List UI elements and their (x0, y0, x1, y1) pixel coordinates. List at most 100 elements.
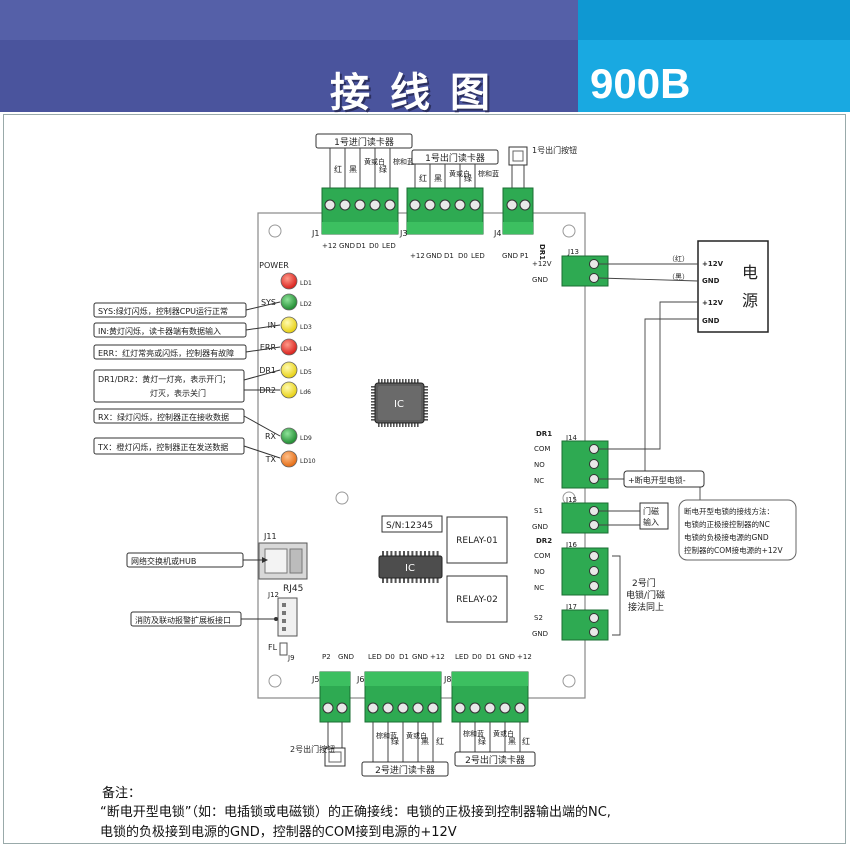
door2-note: 接法同上 (628, 601, 664, 613)
wire-label: 绿 (478, 737, 486, 746)
chip-pin (424, 416, 428, 418)
j1-wire-labels: 红 黑 黄或白 绿 棕和蓝 (329, 148, 414, 188)
ic-chip: IC (378, 551, 443, 583)
chip-pin (390, 379, 392, 383)
serial-box (381, 515, 443, 533)
chip-pin (402, 423, 404, 427)
chip-pin (393, 423, 395, 427)
chip-pin (419, 551, 422, 556)
chip-pin (387, 423, 389, 427)
chip-pin (424, 551, 426, 556)
chip-pin (378, 379, 380, 383)
rj45-label: RJ45 (283, 584, 303, 594)
chip-pin (417, 379, 419, 383)
chip-pin (371, 419, 375, 421)
wire-label: 黑 (508, 737, 516, 746)
chip-pin (436, 551, 439, 556)
chip-pin (428, 578, 431, 583)
notes-line2: 电锁的负极接到电源的GND，控制器的COM接到电源的+12V (100, 825, 457, 840)
chip-pin (382, 578, 384, 583)
chip-pin (386, 551, 389, 556)
dr1-label: DR1 (536, 430, 552, 438)
header-right-stripe (578, 0, 850, 40)
led-sys-indicator (280, 293, 298, 311)
pin-label: GND (339, 242, 355, 250)
chip-pin (407, 551, 410, 556)
pin-label: D0 (472, 653, 482, 661)
relay-02 (446, 575, 508, 623)
j14-id: J14 (565, 434, 578, 442)
wire-label: 绿 (379, 165, 387, 174)
chip-pin (371, 389, 375, 391)
power-title-2: 源 (742, 291, 758, 310)
j6-terminal-block (364, 671, 442, 723)
wire-label: 黑 (349, 165, 357, 174)
mcu-label: IC (394, 399, 404, 410)
wire-label: 棕和蓝 (463, 729, 484, 738)
chip-pin (399, 423, 401, 427)
door2-note: 2号门 (632, 577, 656, 589)
j13-terminal-block (561, 255, 609, 287)
power-supply-box (697, 240, 769, 333)
j3-wire-labels: 红 黑 黄或白 绿 棕和蓝 (414, 164, 499, 188)
wire-label: 红 (334, 164, 342, 174)
chip-pin (371, 398, 375, 400)
pin-label: S1 (534, 507, 543, 515)
j3-id: J3 (399, 229, 407, 238)
led-note: SYS:绿灯闪烁，控制器CPU运行正常 (98, 306, 228, 316)
wire-label: 黄或白 (449, 169, 470, 178)
exit-button-1-inner (512, 150, 524, 162)
led-id-ld5: LD5 (300, 369, 312, 376)
dr2-label: DR2 (536, 537, 552, 545)
chip-pin (407, 578, 410, 583)
pin-label: +12 (322, 242, 337, 250)
mount-hole (268, 674, 282, 688)
j8-group-box (454, 751, 536, 767)
j1-group-box (315, 133, 413, 149)
chip-pin (387, 379, 389, 383)
pin-label: +12V (532, 260, 552, 268)
led-id-ld6: Ld6 (300, 389, 311, 396)
j3-pin-labels: +12 GND D1 D0 LED (410, 252, 485, 260)
wire-label: 棕和蓝 (376, 731, 397, 740)
chip-pin (384, 423, 386, 427)
j3-terminal-block (406, 187, 484, 235)
chip-pin (419, 578, 422, 583)
pin-label: LED (368, 653, 382, 661)
chip-pin (417, 423, 419, 427)
chip-pin (424, 389, 428, 391)
pin-label: D1 (486, 653, 496, 661)
chip-pin (424, 404, 428, 406)
chip-pin (403, 578, 405, 583)
power-title-1: 电 (742, 263, 758, 282)
chip-pin (398, 551, 401, 556)
j3-group-label: 1号出门读卡器 (425, 152, 485, 164)
j14-terminal-block (561, 440, 609, 489)
chip-pin (424, 386, 428, 388)
pin-label: GND (502, 252, 518, 260)
j3-group-box (411, 149, 499, 165)
chip-pin (381, 379, 383, 383)
wire-label: 黄或白 (406, 731, 427, 740)
chip-pin (424, 578, 426, 583)
j8-wire-labels: 棕和蓝 绿 黄或白 黑 红 (459, 722, 530, 752)
led-id-ld4: LD4 (300, 346, 312, 353)
chip-pin (424, 398, 428, 400)
j16-terminal-block (561, 547, 609, 596)
j17-id: J17 (565, 603, 577, 611)
led-name-power: POWER (259, 261, 289, 270)
pin-label: LED (455, 653, 469, 661)
hub-note: 网络交换机或HUB (131, 556, 196, 566)
led-name-err: ERR (260, 343, 277, 352)
chip-pin (424, 413, 428, 415)
chip-pin (371, 407, 375, 409)
pin-label: NC (534, 477, 544, 485)
chip-pin (424, 395, 428, 397)
pin-label: P2 (322, 653, 331, 661)
j6-pin-labels: LED D0 D1 GND +12 (368, 653, 445, 661)
relay-01 (446, 516, 508, 564)
led-note: RX：绿灯闪烁，控制器正在接收数据 (98, 412, 229, 422)
led-note: ERR：红灯常亮或闪烁，控制器有故障 (98, 348, 234, 358)
wire-label: 黑 (421, 737, 429, 746)
pin-label: GND (532, 630, 548, 638)
